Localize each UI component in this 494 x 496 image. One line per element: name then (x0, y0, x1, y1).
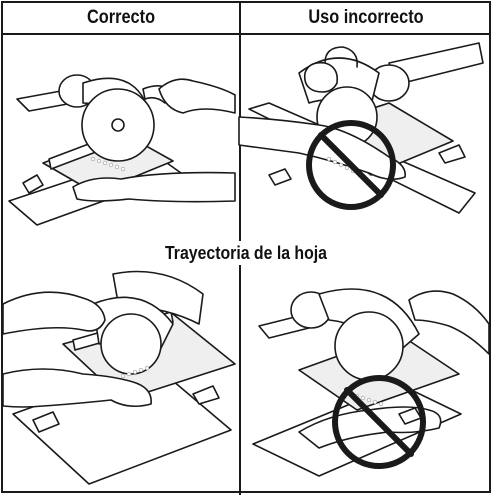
hand-on-handle (305, 63, 338, 92)
saw-clamp-right (193, 386, 219, 404)
saw-blade (335, 312, 403, 380)
panel-top-left-correct (3, 33, 237, 238)
panel-bottom-left-correct (3, 264, 237, 492)
header-correct: Correcto (20, 3, 223, 33)
saw-blade (101, 314, 161, 374)
saw-clamp-right (439, 145, 465, 163)
panel-top-right-incorrect (239, 33, 489, 238)
blade-path-label: Trayectoria de la hoja (32, 241, 460, 265)
saw-clamp (269, 169, 291, 185)
blade-arbor (112, 119, 124, 131)
header-incorrect: Uso incorrecto (259, 3, 474, 33)
arm-upper (3, 292, 105, 334)
panel-bottom-right-incorrect (239, 264, 489, 492)
hand-on-handle (409, 291, 489, 354)
hand-on-handle (159, 79, 235, 113)
